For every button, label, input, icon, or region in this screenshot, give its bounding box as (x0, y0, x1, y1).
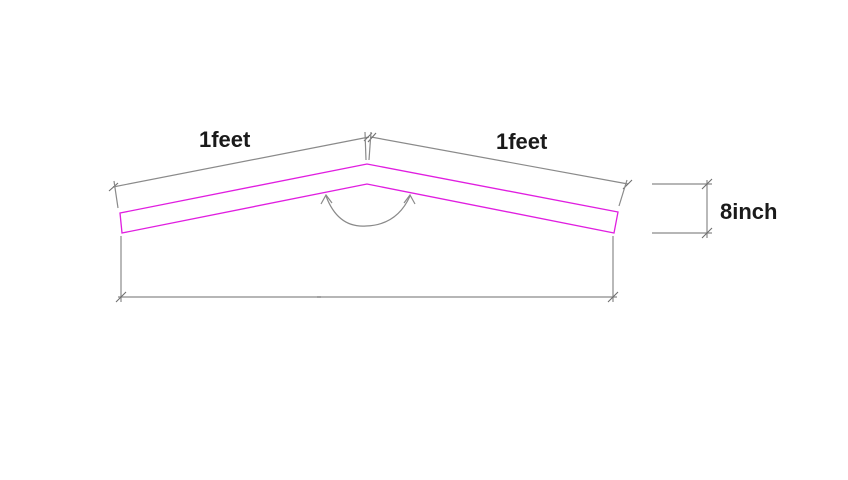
apex-extension-left (364, 131, 367, 161)
left-length-label: 1feet (199, 127, 251, 152)
overall-width-right-tick (607, 291, 619, 303)
apex-angle-arc (325, 195, 411, 227)
left-length-start-extension (113, 180, 119, 209)
right-length-label: 1feet (496, 129, 548, 154)
right-length-dimension-line (370, 136, 629, 185)
angle-arrow-right (403, 193, 416, 205)
apex-extension-right (368, 131, 372, 161)
overall-width-left-tick (115, 291, 127, 303)
thickness-bottom-tick (701, 227, 713, 239)
thickness-label: 8inch (720, 199, 777, 224)
left-length-start-tick (108, 182, 119, 192)
left-length-dimension-line (112, 136, 370, 188)
bent-bar-outline (119, 163, 619, 234)
right-length-end-extension (618, 179, 628, 207)
thickness-top-tick (701, 178, 713, 190)
right-length-start-tick (367, 132, 377, 143)
angle-arrow-left (320, 193, 333, 205)
